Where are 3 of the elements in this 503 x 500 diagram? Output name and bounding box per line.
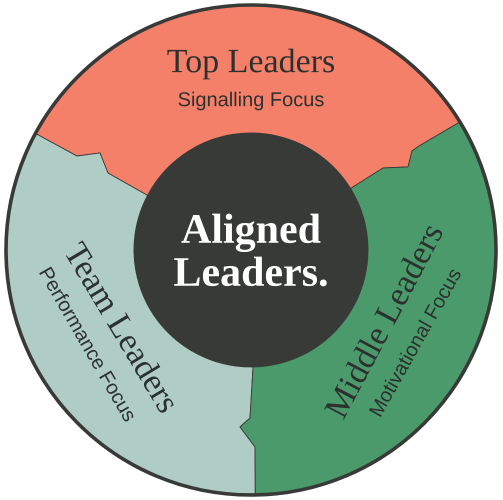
ring-segment <box>35 4 460 196</box>
segment-title: Top Leaders <box>167 48 334 80</box>
segment-subtitle: Signalling Focus <box>178 92 324 110</box>
